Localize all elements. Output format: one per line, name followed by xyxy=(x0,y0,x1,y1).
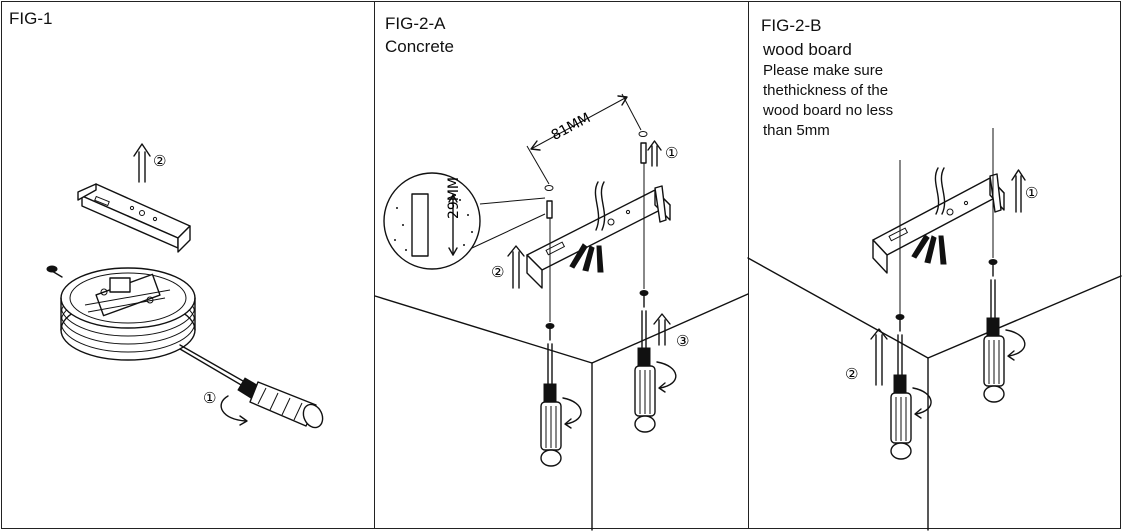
fig2b-step2-label: ② xyxy=(845,365,858,383)
fig1-canopy-base xyxy=(60,267,196,361)
fig2a-step1-arrow-icon xyxy=(647,140,662,167)
fig2b-note-line-2: thethickness of the xyxy=(763,82,889,99)
fig2b-step1-label: ① xyxy=(1025,184,1038,202)
fig2a-step2-label: ② xyxy=(491,263,504,281)
fig2b-drawing: ① ② xyxy=(747,128,1122,531)
fig2a-step3-arrow-icon xyxy=(653,313,671,346)
fig1-title: FIG-1 xyxy=(9,9,53,28)
fig1-bracket xyxy=(77,183,191,253)
fig2a-step2-arrow-icon xyxy=(507,245,525,289)
fig2b-note-line-3: wood board no less xyxy=(763,102,894,119)
fig2b-subtitle: wood board xyxy=(763,40,852,59)
fig1-screwdriver-icon xyxy=(179,344,324,429)
fig2b-step1-arrow-icon xyxy=(1011,169,1026,213)
fig2a-screwdriver-left-icon xyxy=(540,343,582,467)
fig2b-screw-right-icon xyxy=(988,259,998,277)
fig2a-spacing-label: 81MM xyxy=(549,110,594,144)
fig2a-step1-label: ① xyxy=(665,144,678,162)
fig2b-wires xyxy=(911,167,947,265)
fig2a-wall-plug-left xyxy=(544,185,554,219)
fig2a-bracket xyxy=(526,185,671,289)
fig2a-depth-label: 29MM xyxy=(446,177,462,219)
fig2a-depth-inset xyxy=(383,172,546,270)
fig1-rotate-arrow-icon xyxy=(220,395,248,426)
fig1-lift-arrow-icon xyxy=(133,143,151,183)
fig1-screw-icon xyxy=(46,265,63,278)
fig2b-bracket xyxy=(872,173,1005,274)
fig2a-wires xyxy=(569,181,606,273)
fig2b-note-line-4: than 5mm xyxy=(763,122,830,139)
fig2a-screw-left-icon xyxy=(545,323,555,341)
fig2a-drawing: 81MM ① xyxy=(374,93,749,531)
fig2a-title: FIG-2-A xyxy=(385,14,446,33)
fig2b-screwdriver-right-icon xyxy=(983,279,1026,403)
fig2b-title: FIG-2-B xyxy=(761,16,822,35)
panel-divider-2 xyxy=(748,1,749,529)
panel-divider-1 xyxy=(374,1,375,529)
fig2a-spacing-dimension xyxy=(526,93,642,185)
fig2b-screw-left-icon xyxy=(895,314,905,332)
fig2a-step3-label: ③ xyxy=(676,332,689,350)
fig2a-subtitle: Concrete xyxy=(385,37,454,56)
fig2a-wall-plug-right xyxy=(638,131,648,164)
fig2a-screw-right-icon xyxy=(639,290,649,308)
fig1-step2-label: ② xyxy=(153,152,166,170)
fig2b-note-line-1: Please make sure xyxy=(763,62,884,79)
fig2a-screwdriver-right-icon xyxy=(634,310,677,433)
fig1-step1-label: ① xyxy=(203,389,216,407)
fig1-drawing: ② xyxy=(46,143,324,429)
fig2b-screwdriver-left-icon xyxy=(890,334,932,460)
fig2b-step2-arrow-icon xyxy=(870,328,888,386)
